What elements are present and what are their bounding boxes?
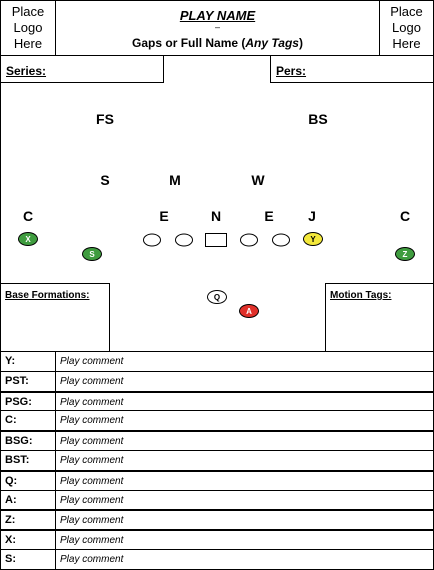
subtitle-suffix: ) [298, 36, 303, 50]
logo-right-text: Place Logo Here [390, 4, 423, 51]
comment-row-label: BST: [5, 454, 30, 466]
title-dash: – [214, 22, 220, 32]
play-subtitle[interactable]: Gaps or Full Name (Any Tags) [56, 36, 379, 50]
player-a-token[interactable]: A [239, 304, 259, 318]
comment-row-text[interactable]: Play comment [60, 515, 124, 527]
player-x-token[interactable]: X [18, 232, 38, 246]
comment-row-label: Y: [5, 355, 16, 367]
comment-row-divider [55, 531, 56, 550]
comment-row-divider [55, 371, 56, 391]
comment-row[interactable]: PSG: Play comment [0, 390, 434, 411]
motion-tags-box[interactable]: Motion Tags: [325, 283, 434, 352]
defender-j: J [308, 208, 316, 224]
comment-row-text[interactable]: Play comment [60, 475, 124, 487]
comment-row-label: BSG: [5, 435, 33, 448]
comment-row-text[interactable]: Play comment [60, 415, 124, 427]
comment-row[interactable]: BST: Play comment [0, 450, 434, 470]
comment-row-text[interactable]: Play comment [60, 494, 124, 506]
comment-row[interactable]: BSG: Play comment [0, 430, 434, 451]
subtitle-prefix: Gaps or Full Name ( [132, 36, 246, 50]
comment-row-text[interactable]: Play comment [60, 535, 124, 547]
comment-row-divider [55, 490, 56, 510]
comment-row-divider [55, 511, 56, 530]
defender-s: S [100, 172, 110, 188]
comment-row-label: PSG: [5, 395, 32, 408]
comment-row[interactable]: PST: Play comment [0, 370, 434, 391]
motion-tags-label: Motion Tags: [330, 290, 392, 301]
comment-row-label: S: [5, 553, 16, 565]
comment-row-text[interactable]: Play comment [60, 356, 124, 367]
comment-row-divider [55, 550, 56, 569]
series-field[interactable]: Series: [0, 55, 164, 83]
comment-row-label: Q: [5, 474, 18, 487]
comment-row-label: PST: [5, 374, 29, 387]
comment-row-label: A: [5, 493, 17, 506]
logo-placeholder-right: Place Logo Here [379, 0, 434, 56]
comment-row-divider [55, 392, 56, 411]
comment-row-label: Z: [5, 514, 16, 527]
comment-row-divider [55, 411, 56, 431]
defender-fs: FS [96, 111, 114, 127]
defender-e-left: E [159, 208, 169, 224]
comment-row-divider [55, 451, 56, 470]
defender-c-left: C [22, 208, 34, 224]
comment-row[interactable]: A: Play comment [0, 489, 434, 510]
comment-row-label: C: [5, 414, 17, 427]
comment-row[interactable]: Y: Play comment [0, 351, 434, 371]
player-z-token[interactable]: Z [395, 247, 415, 261]
player-s-token[interactable]: S [82, 247, 102, 261]
play-name[interactable]: PLAY NAME [179, 8, 256, 23]
comment-row[interactable]: S: Play comment [0, 549, 434, 569]
comment-row-text[interactable]: Play comment [60, 455, 124, 466]
defender-bs: BS [308, 111, 328, 127]
defender-n: N [210, 208, 222, 224]
offensive-lineman-lt[interactable] [143, 233, 161, 247]
player-q-token[interactable]: Q [207, 290, 227, 304]
comment-row[interactable]: Q: Play comment [0, 469, 434, 490]
comment-row[interactable]: C: Play comment [0, 410, 434, 431]
logo-placeholder-left: Place Logo Here [0, 0, 56, 56]
title-block: PLAY NAME – Gaps or Full Name (Any Tags) [55, 0, 380, 56]
offensive-lineman-lg[interactable] [175, 233, 193, 247]
offensive-center-square[interactable] [205, 233, 227, 247]
series-label: Series: [6, 64, 47, 78]
defender-w: W [251, 172, 265, 188]
pers-field[interactable]: Pers: [270, 55, 434, 83]
logo-left-text: Place Logo Here [11, 4, 45, 51]
offensive-lineman-rt[interactable] [272, 233, 290, 247]
defender-c-right: C [399, 208, 411, 224]
defender-e-right: E [264, 208, 274, 224]
comment-row-text[interactable]: Play comment [60, 554, 124, 565]
comment-row-divider [55, 352, 56, 371]
comment-row-text[interactable]: Play comment [60, 436, 124, 448]
field-border-left [0, 82, 1, 352]
comment-row[interactable]: X: Play comment [0, 529, 434, 550]
comment-row-divider [55, 471, 56, 490]
pers-label: Pers: [276, 64, 307, 78]
comment-row-label: X: [5, 534, 16, 547]
defender-m: M [169, 172, 181, 188]
comment-row-text[interactable]: Play comment [60, 396, 124, 408]
table-border-left [0, 351, 1, 570]
comment-row-divider [55, 432, 56, 451]
offensive-lineman-rg[interactable] [240, 233, 258, 247]
comment-row-text[interactable]: Play comment [60, 375, 124, 387]
base-formations-box[interactable]: Base Formations: [0, 283, 110, 352]
base-formations-label: Base Formations: [5, 290, 90, 301]
player-y-token[interactable]: Y [303, 232, 323, 246]
subtitle-tags: Any Tags [245, 36, 299, 50]
comment-row[interactable]: Z: Play comment [0, 509, 434, 530]
